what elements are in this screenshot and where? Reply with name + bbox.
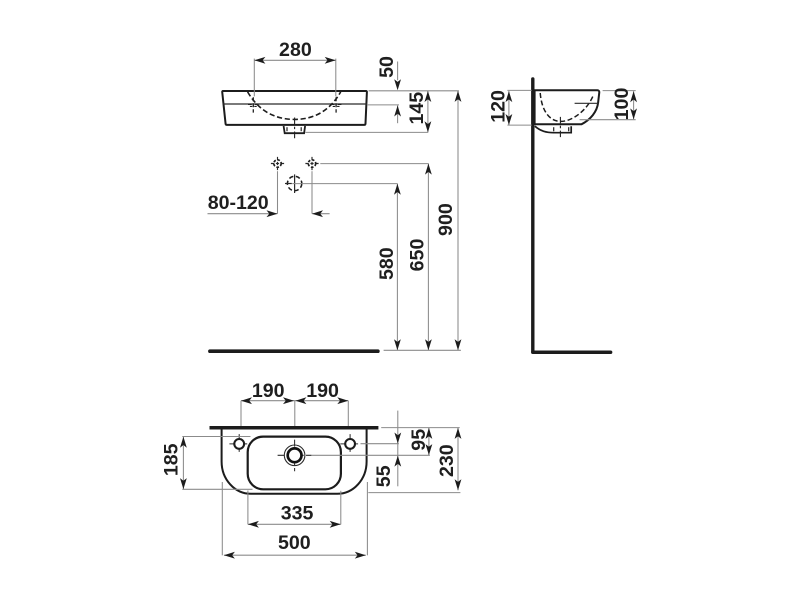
svg-text:55: 55 — [373, 465, 395, 487]
svg-text:280: 280 — [279, 39, 312, 61]
svg-text:120: 120 — [487, 90, 509, 123]
svg-text:100: 100 — [611, 88, 633, 121]
svg-text:190: 190 — [306, 380, 339, 402]
svg-text:900: 900 — [435, 203, 457, 236]
svg-text:580: 580 — [376, 247, 398, 280]
svg-text:500: 500 — [278, 532, 311, 554]
svg-text:95: 95 — [408, 429, 430, 451]
svg-text:80-120: 80-120 — [208, 192, 269, 214]
svg-text:335: 335 — [281, 503, 314, 525]
svg-text:190: 190 — [252, 380, 285, 402]
svg-text:50: 50 — [376, 56, 398, 78]
svg-text:230: 230 — [436, 444, 458, 477]
svg-text:650: 650 — [406, 239, 428, 272]
svg-text:145: 145 — [406, 92, 428, 125]
svg-text:185: 185 — [160, 443, 182, 476]
